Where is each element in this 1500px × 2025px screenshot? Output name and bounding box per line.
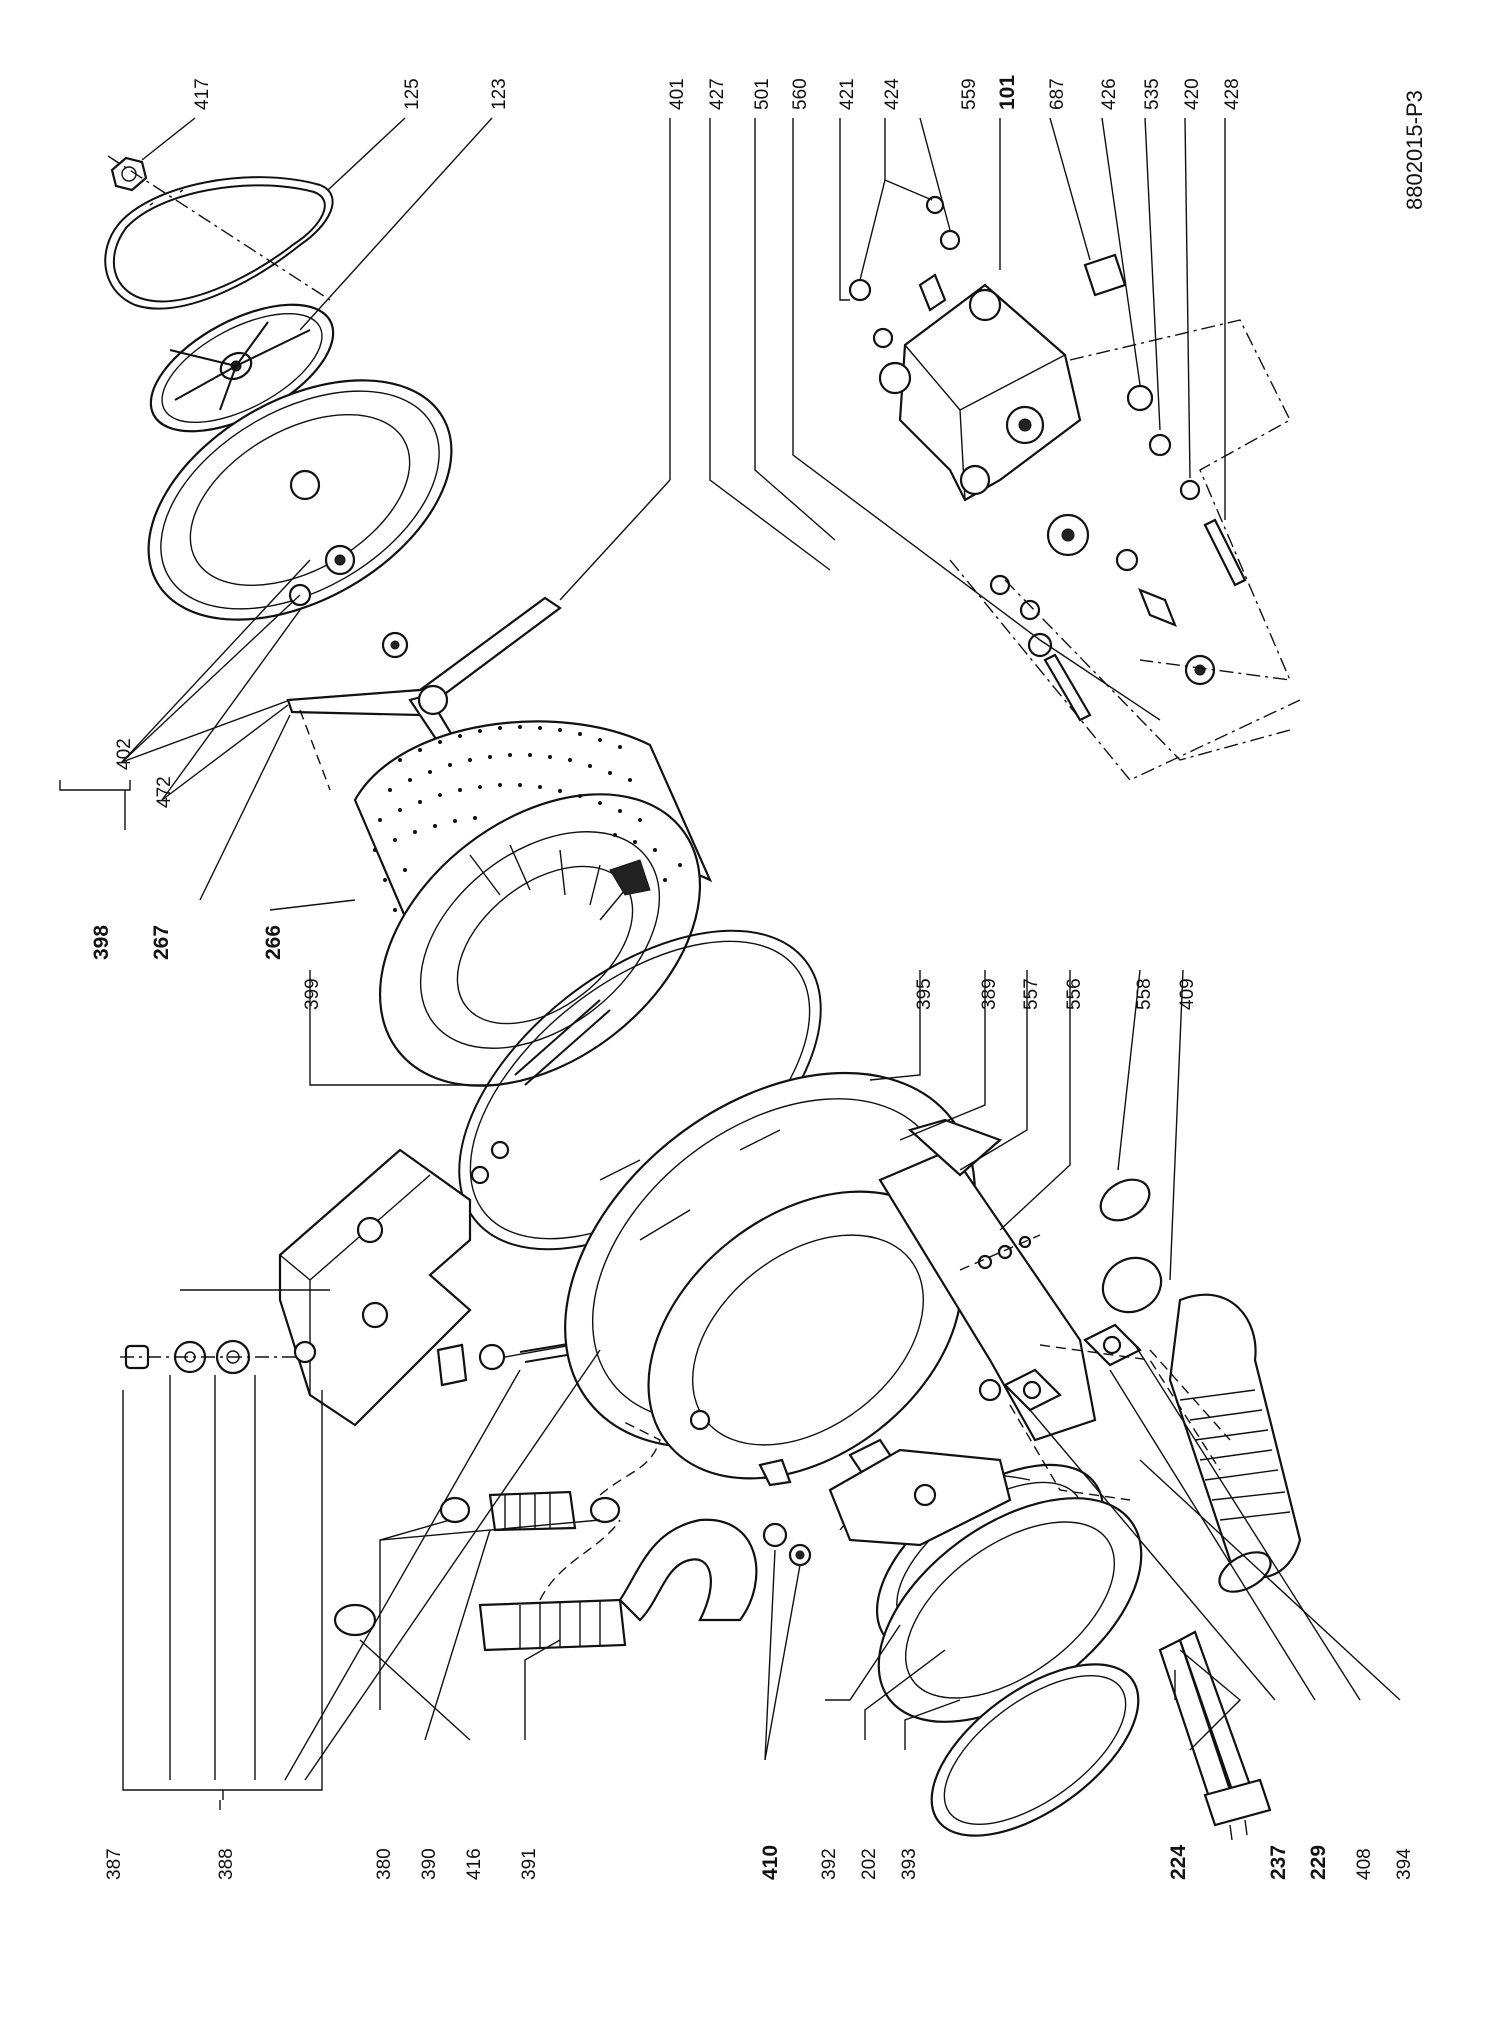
tub-389-drawing <box>564 1071 1097 1480</box>
label-123: 123 <box>489 78 510 110</box>
document-code: 8802015-P3 <box>1402 90 1427 210</box>
bearing-housing-101-drawing <box>848 195 1301 781</box>
label-229: 229 <box>1307 1845 1330 1880</box>
label-426: 426 <box>1099 78 1120 110</box>
drum-266-drawing <box>353 720 713 1087</box>
label-428: 428 <box>1222 78 1243 110</box>
clips-557-556-drawing <box>959 1234 1041 1271</box>
counterweight-387-drawing <box>278 1148 472 1427</box>
label-266: 266 <box>262 925 285 960</box>
label-392: 392 <box>819 1848 840 1880</box>
nut-417-drawing <box>107 155 331 301</box>
label-416: 416 <box>464 1848 485 1880</box>
label-267: 267 <box>150 925 173 960</box>
label-417: 417 <box>192 78 213 110</box>
label-559: 559 <box>959 78 980 110</box>
label-409: 409 <box>1177 978 1198 1010</box>
label-388: 388 <box>216 1848 237 1880</box>
pulley-123-drawing <box>149 303 335 433</box>
label-380: 380 <box>374 1848 395 1880</box>
label-402: 402 <box>114 738 135 770</box>
pipes-drawing <box>333 1419 758 1652</box>
label-501: 501 <box>752 78 773 110</box>
label-560: 560 <box>790 78 811 110</box>
label-387: 387 <box>104 1848 125 1880</box>
label-472: 472 <box>154 776 175 808</box>
label-558: 558 <box>1134 978 1155 1010</box>
label-420: 420 <box>1182 78 1203 110</box>
part-labels: 417 125 123 401 427 501 560 421 424 559 … <box>90 75 1427 1880</box>
drum-spider-drawing <box>286 596 562 791</box>
label-535: 535 <box>1142 78 1163 110</box>
label-224: 224 <box>1167 1845 1190 1880</box>
label-395: 395 <box>914 978 935 1010</box>
label-237: 237 <box>1267 1845 1290 1880</box>
label-125: 125 <box>402 78 423 110</box>
hose-409-drawing <box>1099 1178 1302 1593</box>
label-424: 424 <box>882 78 903 110</box>
label-393: 393 <box>899 1848 920 1880</box>
label-390: 390 <box>419 1848 440 1880</box>
leader-lines <box>59 117 1401 1810</box>
label-421: 421 <box>837 78 858 110</box>
label-389: 389 <box>979 978 1000 1010</box>
door-seal-drawing <box>758 1438 1143 1837</box>
label-408: 408 <box>1354 1848 1375 1880</box>
label-399: 399 <box>302 978 323 1010</box>
label-687: 687 <box>1047 78 1068 110</box>
label-202: 202 <box>859 1848 880 1880</box>
belt-125-drawing <box>104 176 334 310</box>
label-427: 427 <box>707 78 728 110</box>
label-410: 410 <box>759 1845 782 1880</box>
drawing-layer <box>104 155 1302 1841</box>
label-101: 101 <box>996 75 1019 110</box>
label-394: 394 <box>1394 1848 1415 1880</box>
label-391: 391 <box>519 1848 540 1880</box>
washers-388-drawing <box>120 1339 601 1387</box>
label-401: 401 <box>667 78 688 110</box>
label-556: 556 <box>1064 978 1085 1010</box>
heater-224-drawing <box>1003 1323 1272 1841</box>
rear-cover-402-drawing <box>147 379 453 659</box>
label-398: 398 <box>90 925 113 960</box>
label-557: 557 <box>1021 978 1042 1010</box>
